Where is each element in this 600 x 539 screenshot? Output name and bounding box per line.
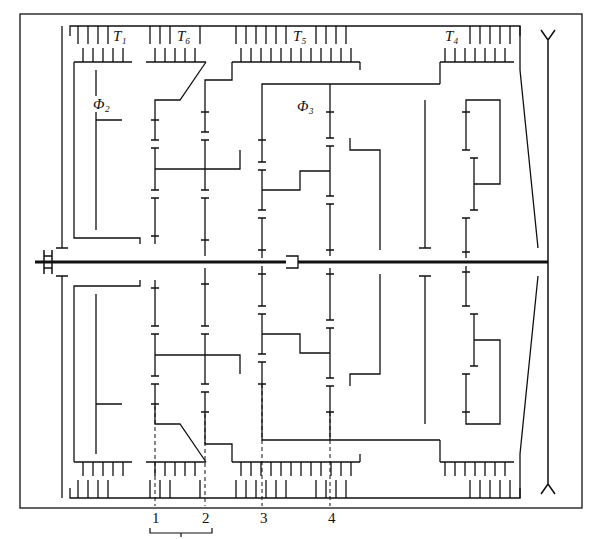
part-label: T₄ (444, 28, 460, 44)
lower-half (56, 266, 538, 498)
part-label: Φ₃ (296, 98, 315, 114)
scheme-line (35, 261, 286, 264)
scheme-line (286, 256, 298, 268)
scheme-line (205, 414, 206, 506)
part-label: T₆ (176, 28, 192, 44)
scheme-line (155, 406, 156, 506)
shafts (35, 30, 555, 494)
callout-number: 2 (201, 510, 211, 526)
scheme-line (44, 250, 52, 274)
scheme-line (541, 30, 555, 494)
scheme-line (298, 261, 548, 264)
part-label: T₁ (112, 28, 128, 44)
callout-number: 4 (327, 510, 337, 526)
callout-number: 3 (259, 510, 269, 526)
scheme-line (330, 412, 331, 506)
part-label: T₅ (292, 28, 308, 44)
bracket (150, 528, 212, 537)
callout-number: 1 (151, 510, 161, 526)
leader-lines (155, 384, 330, 506)
part-label: Φ₂ (92, 96, 111, 112)
frame (20, 14, 582, 508)
scheme-line (262, 384, 263, 506)
upper-half (56, 26, 538, 258)
